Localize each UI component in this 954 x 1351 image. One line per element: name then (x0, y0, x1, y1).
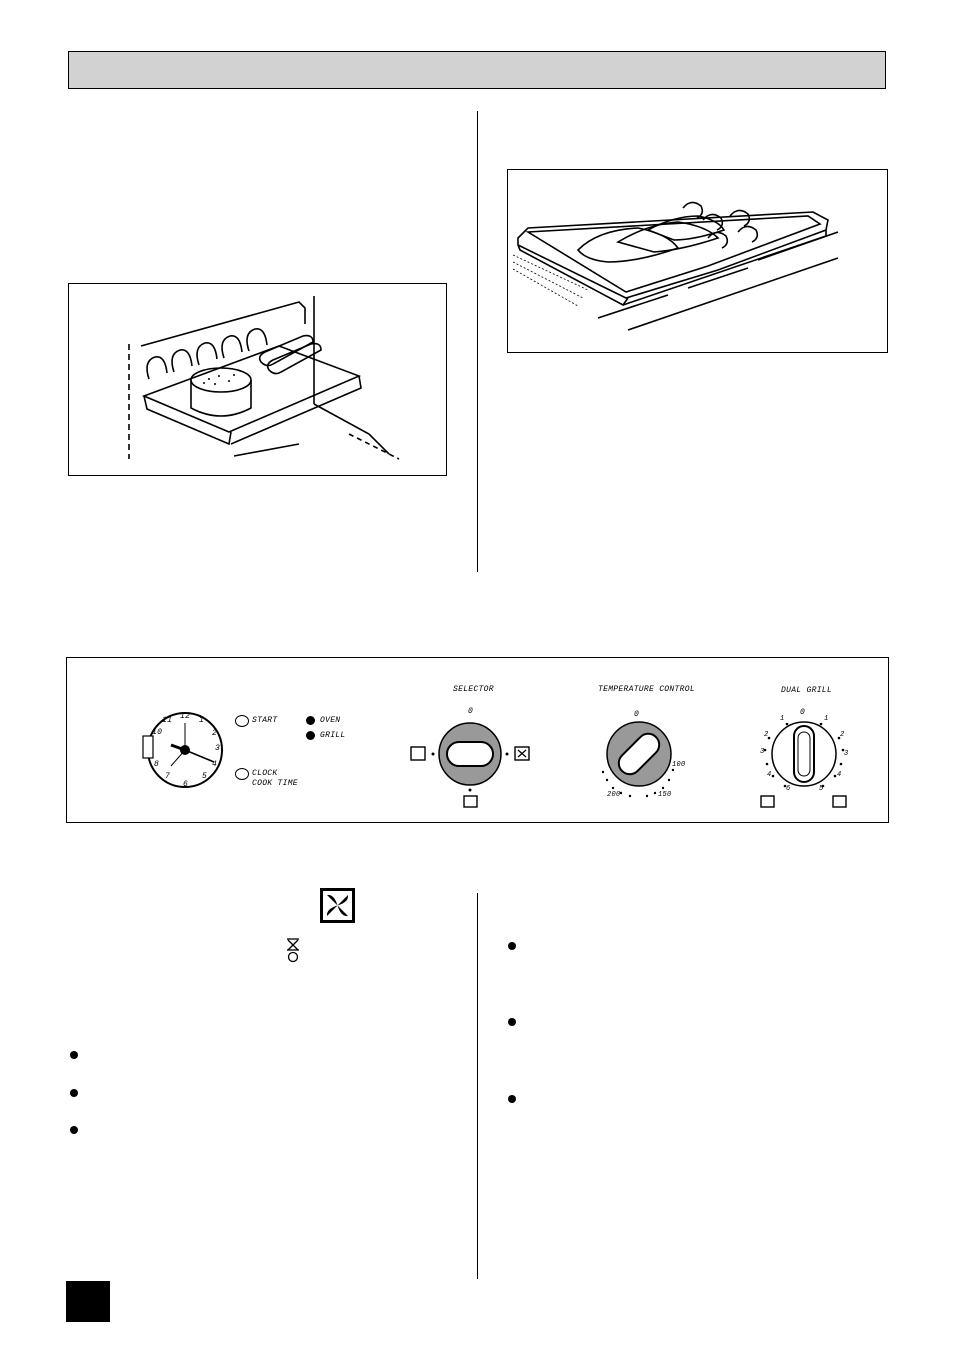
clock-number-1: 1 (199, 716, 205, 725)
temperature-200-mark: 200 (607, 791, 621, 799)
dual-grill-left-3: 3 (760, 748, 765, 756)
clock-number-4: 4 (212, 760, 218, 769)
temperature-100-mark: 100 (672, 761, 686, 769)
oven-shelf-illustration (128, 296, 400, 460)
clock-number-11: 11 (162, 716, 173, 725)
oven-shelf-figure (68, 283, 447, 476)
clock-number-10: 10 (152, 728, 163, 737)
control-panel: 12 1 2 3 4 5 6 7 8 10 11 START CLOCK COO… (66, 657, 889, 823)
clock-number-12: 12 (180, 712, 191, 721)
column-divider-top (477, 111, 478, 572)
clock-cook-time-button[interactable] (235, 768, 249, 780)
oven-indicator-light (306, 716, 315, 725)
grill-label: GRILL (320, 731, 346, 740)
dual-grill-zero-mark: 0 (800, 708, 806, 717)
defrost-icon (287, 938, 299, 963)
bullet-icon (70, 1126, 78, 1134)
bullet-icon (70, 1051, 78, 1059)
clock-number-8: 8 (154, 760, 160, 769)
dual-grill-right-2: 2 (840, 731, 845, 739)
dual-grill-left-1: 1 (780, 715, 785, 723)
clock-label: CLOCK (252, 769, 278, 778)
dual-grill-right-1: 1 (824, 715, 829, 723)
clock-dial[interactable] (141, 706, 231, 796)
grill-indicator-light (306, 731, 315, 740)
grill-pan-illustration (512, 201, 839, 331)
dual-grill-left-6: 6 (786, 785, 791, 793)
dual-grill-right-3: 3 (844, 750, 849, 758)
clock-number-2: 2 (212, 729, 218, 738)
clock-number-5: 5 (202, 772, 208, 781)
selector-label: SELECTOR (453, 685, 494, 694)
dual-grill-right-4: 4 (837, 771, 842, 779)
start-button[interactable] (235, 715, 249, 727)
dual-grill-right-5: 5 (819, 785, 824, 793)
clock-number-6: 6 (183, 780, 189, 789)
selector-zero-mark: 0 (468, 707, 474, 716)
dual-grill-label: DUAL GRILL (781, 686, 833, 695)
clock-number-3: 3 (215, 744, 221, 753)
oven-label: OVEN (320, 716, 341, 725)
dual-grill-left-4: 4 (767, 771, 772, 779)
clock-number-7: 7 (165, 772, 171, 781)
bullet-icon (508, 942, 516, 950)
temperature-zero-mark: 0 (634, 710, 640, 719)
section-header-bar (68, 51, 886, 89)
page-number-block (66, 1281, 110, 1322)
bullet-icon (508, 1095, 516, 1103)
temperature-label: TEMPERATURE CONTROL (598, 685, 695, 694)
temperature-knob[interactable] (595, 718, 695, 802)
bullet-icon (508, 1018, 516, 1026)
cook-time-label: COOK TIME (252, 779, 298, 788)
selector-knob[interactable] (409, 714, 531, 810)
grill-pan-figure (507, 169, 888, 353)
start-label: START (252, 716, 278, 725)
bullet-icon (70, 1089, 78, 1097)
fan-oven-icon (320, 888, 355, 923)
dual-grill-knob[interactable] (757, 714, 853, 810)
temperature-150-mark: 150 (658, 791, 672, 799)
column-divider-bottom (477, 893, 478, 1279)
dual-grill-left-2: 2 (764, 731, 769, 739)
